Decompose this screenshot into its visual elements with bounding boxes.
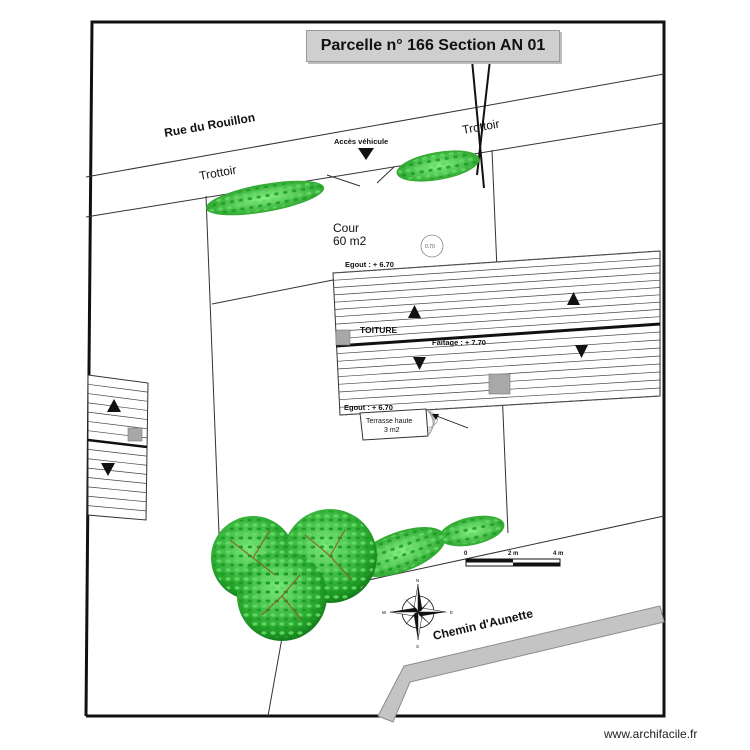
scale-label-end: 4 m <box>553 551 563 557</box>
roof-slope-down-arrow-icon <box>575 345 588 358</box>
scale-label-zero: 0 <box>464 551 468 557</box>
roof-hatch-line <box>333 272 661 296</box>
roof-hatch-line <box>87 411 148 420</box>
roof-slope-up-arrow-icon <box>567 292 580 305</box>
courtyard-area: 60 m2 <box>333 234 367 248</box>
roof-hatch-line <box>87 486 147 493</box>
terrace-label: Terrasse haute <box>366 418 412 425</box>
roof-ridge-label: Faitage : + 7.70 <box>432 338 486 347</box>
roof-hatch-line <box>334 287 661 310</box>
level-marker-text: 0.70 <box>425 244 435 250</box>
terrace <box>359 408 469 441</box>
sidewalk-label-right: Trottoir <box>461 117 500 137</box>
neighbor-slope-down-arrow-icon <box>101 463 115 476</box>
terrace-arrow-icon <box>432 414 439 420</box>
roof-hatch-line <box>87 495 147 503</box>
roof-hatch-line <box>335 316 661 340</box>
roof-hatch-line <box>87 505 147 512</box>
gate-right <box>376 166 395 184</box>
roof-hatch-line <box>336 339 661 362</box>
roof-hatch-line <box>335 309 661 332</box>
plan-title: Parcelle n° 166 Section AN 01 <box>306 30 560 62</box>
roof-hatch-line <box>333 265 661 288</box>
roof-hatch-line <box>87 421 148 430</box>
wall-south <box>377 605 665 723</box>
roof-hatch-line <box>87 383 148 393</box>
roof-hatch-line <box>333 257 661 281</box>
pointer-line-a <box>471 59 485 189</box>
roof-slope-up-arrow-icon <box>408 305 421 318</box>
tree-cluster <box>211 509 377 641</box>
street-label-north: Rue du Rouillon <box>163 110 256 140</box>
neighbor-vent <box>127 427 143 442</box>
roof-eave-bottom-label: Egout : + 6.70 <box>344 403 393 412</box>
roof-hatch-line <box>339 387 661 408</box>
courtyard-boundary <box>211 279 334 305</box>
roof-eave-bottom-dashed <box>339 395 661 416</box>
roof-eave-top-label: Egout : + 6.70 <box>345 260 394 269</box>
compass-rose-icon <box>389 583 447 641</box>
neighbor-roof <box>87 374 149 521</box>
roof-hatch-line <box>337 355 661 378</box>
scale-bar <box>465 558 561 567</box>
compass-w: W <box>382 610 387 615</box>
street-label-south: Chemin d'Aunette <box>432 606 535 643</box>
roof-slope-down-arrow-icon <box>413 357 426 370</box>
hedge-south <box>354 515 505 577</box>
vehicle-access-label: Accès véhicule <box>334 137 388 146</box>
compass-s: S <box>416 644 419 649</box>
hedge-north-left <box>205 180 325 216</box>
hedge-north-right <box>396 150 480 182</box>
roof-hatch-line <box>87 458 147 466</box>
scale-label-mid: 2 m <box>508 551 518 557</box>
credit-text: www.archifacile.fr <box>604 727 698 741</box>
roof-hatch-line <box>87 449 147 457</box>
parcel-boundary-west <box>205 195 221 561</box>
gate-left <box>326 174 361 187</box>
sidewalk-label-left: Trottoir <box>198 163 237 183</box>
terrace-area: 3 m2 <box>384 427 400 434</box>
roof-hatch-line <box>335 301 661 325</box>
roof-hatch-line <box>87 477 147 484</box>
vehicle-access-arrow-icon <box>358 148 374 160</box>
roof-hatch-line <box>87 393 148 402</box>
roof-hatch-line <box>337 347 661 370</box>
frame-left-top <box>84 20 666 718</box>
compass-n: N <box>416 578 419 583</box>
roof-ridge-line <box>335 322 661 348</box>
courtyard-label: Cour <box>333 221 359 235</box>
roof-label: TOITURE <box>360 325 397 335</box>
pointer-line-b <box>476 59 491 176</box>
roof-vent-large <box>488 373 511 395</box>
roof-vent-small <box>335 329 351 346</box>
main-roof <box>332 250 661 416</box>
sidewalk-edge <box>85 122 665 218</box>
compass-e: E <box>450 610 453 615</box>
roof-hatch-line <box>336 331 661 355</box>
roof-hatch-line <box>87 467 147 475</box>
roof-hatch-line <box>334 294 661 318</box>
level-marker <box>420 234 444 258</box>
neighbor-slope-up-arrow-icon <box>107 399 121 412</box>
roof-hatch-line <box>334 279 661 303</box>
street-edge-north <box>85 73 665 178</box>
